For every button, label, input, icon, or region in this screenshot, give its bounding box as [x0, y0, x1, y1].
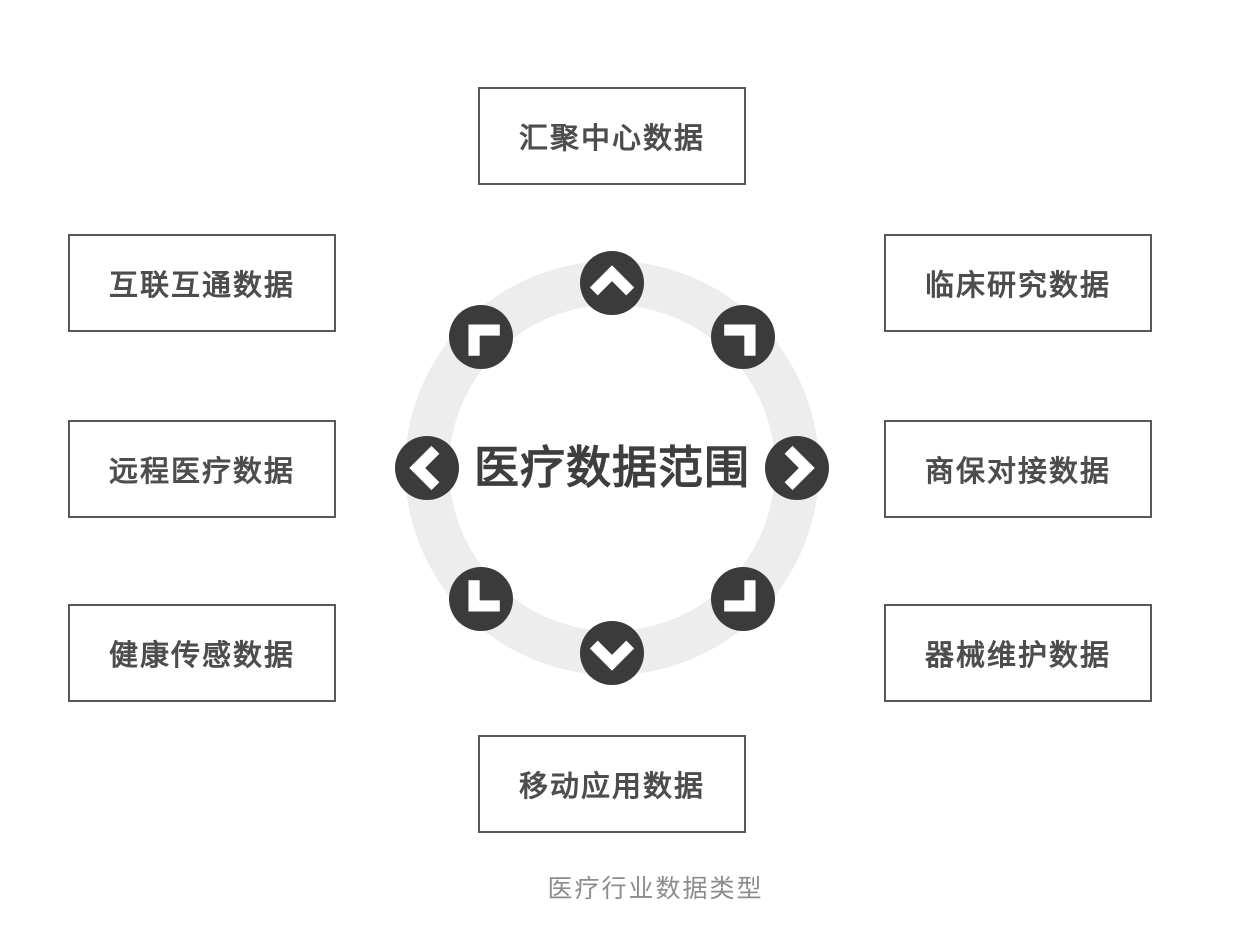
label-box-bottom: 移动应用数据 [478, 735, 746, 833]
chevron-up-right-icon [711, 305, 775, 369]
label-box-top: 汇聚中心数据 [478, 87, 746, 185]
label-box-bottom-right-text: 器械维护数据 [924, 640, 1111, 672]
chevron-down-left-icon [449, 567, 513, 631]
label-box-left: 远程医疗数据 [68, 420, 336, 518]
label-box-right: 商保对接数据 [884, 420, 1152, 518]
label-box-top-left: 互联互通数据 [68, 234, 336, 332]
label-box-bottom-right: 器械维护数据 [884, 604, 1152, 702]
chevron-up-icon [580, 251, 644, 315]
chevron-up-left-icon [449, 305, 513, 369]
diagram-caption: 医疗行业数据类型 [547, 875, 764, 903]
label-box-top-left-text: 互联互通数据 [108, 270, 295, 302]
label-box-bottom-left-text: 健康传感数据 [108, 640, 295, 672]
chevron-down-right-icon [711, 567, 775, 631]
chevron-down-icon [580, 621, 644, 685]
label-box-left-text: 远程医疗数据 [108, 456, 295, 488]
label-box-right-text: 商保对接数据 [924, 456, 1111, 488]
chevron-right-icon [765, 436, 829, 500]
center-label: 医疗数据范围 [473, 442, 750, 493]
label-box-top-right-text: 临床研究数据 [924, 270, 1111, 302]
label-box-bottom-text: 移动应用数据 [518, 771, 705, 803]
label-box-bottom-left: 健康传感数据 [68, 604, 336, 702]
label-box-top-text: 汇聚中心数据 [518, 123, 705, 155]
label-box-top-right: 临床研究数据 [884, 234, 1152, 332]
chevron-left-icon [395, 436, 459, 500]
